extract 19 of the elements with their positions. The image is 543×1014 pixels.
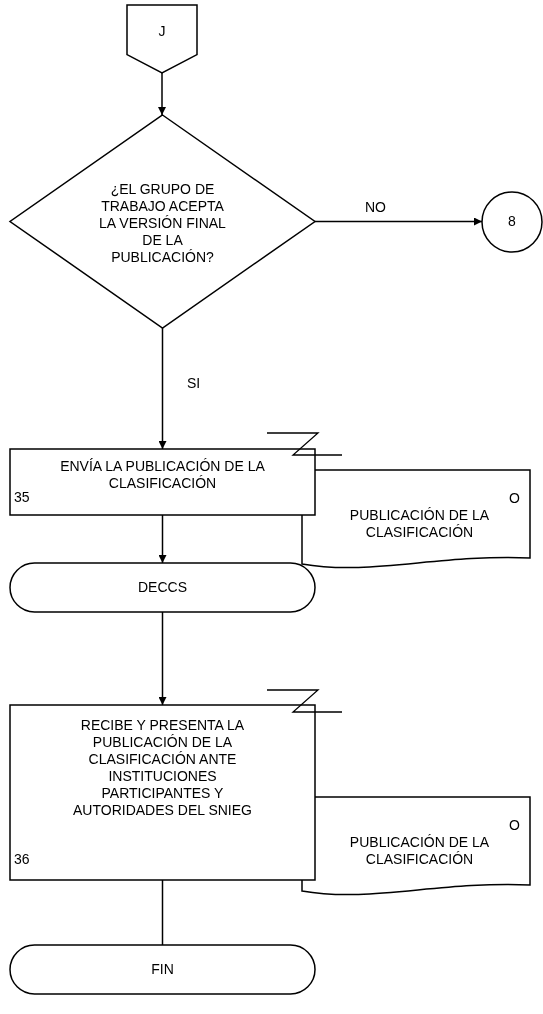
document-text: PUBLICACIÓN DE LA CLASIFICACIÓN (348, 834, 491, 868)
document-mark: O (508, 490, 520, 507)
document-mark: O (508, 817, 520, 834)
edge-label: NO (363, 199, 388, 215)
step-number: 35 (14, 489, 31, 506)
document-text: PUBLICACIÓN DE LA CLASIFICACIÓN (348, 507, 491, 541)
process-text: ENVÍA LA PUBLICACIÓN DE LA CLASIFICACIÓN (59, 458, 266, 492)
connector-label: J (157, 23, 167, 40)
arrow (158, 514, 167, 564)
connector-label: 8 (507, 213, 517, 230)
step-number: 36 (14, 851, 31, 868)
terminal-text: DECCS (137, 579, 188, 596)
process-text: RECIBE Y PRESENTA LA PUBLICACIÓN DE LA CLASIFICACIÓN ANTE INSTITUCIONES PARTICIPANTES Y AUTORIDADES DEL SNIEG (72, 717, 253, 819)
arrow (158, 72, 166, 116)
terminal-text: FIN (150, 961, 175, 978)
arrow (314, 217, 483, 226)
arrow (158, 611, 167, 706)
decision-text: ¿EL GRUPO DE TRABAJO ACEPTA LA VERSIÓN FINAL DE LA PUBLICACIÓN? (98, 181, 227, 266)
arrow (158, 327, 167, 450)
